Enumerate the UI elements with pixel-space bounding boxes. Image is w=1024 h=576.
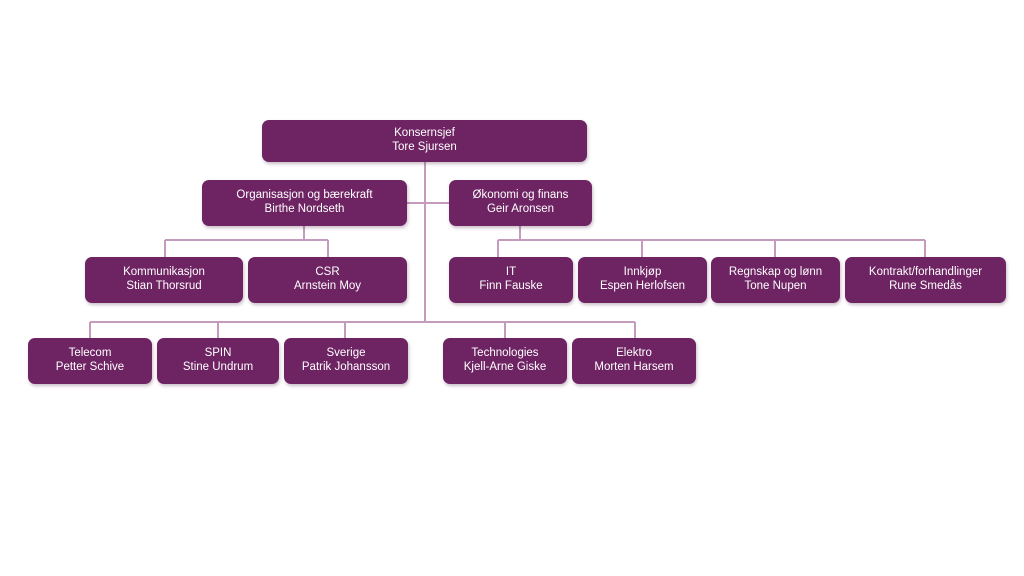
node-title: Konsernsjef <box>394 127 455 140</box>
node-person: Arnstein Moy <box>293 280 362 292</box>
node-person: Geir Aronsen <box>486 203 555 215</box>
node-title: Innkjøp <box>623 266 662 279</box>
node-person: Espen Herlofsen <box>599 280 686 292</box>
org-node-sverige[interactable]: Sverige Patrik Johansson <box>284 338 408 384</box>
node-person: Finn Fauske <box>479 280 543 292</box>
node-title: Elektro <box>616 347 652 360</box>
node-title: Telecom <box>68 347 112 360</box>
node-title: Sverige <box>326 347 366 360</box>
org-node-regnskap-og-lonn[interactable]: Regnskap og lønn Tone Nupen <box>711 257 840 303</box>
node-person: Kjell-Arne Giske <box>463 361 547 373</box>
org-node-organisasjon-og-baerekraft[interactable]: Organisasjon og bærekraft Birthe Nordset… <box>202 180 407 226</box>
node-person: Tone Nupen <box>744 280 807 292</box>
node-title: IT <box>505 266 517 279</box>
org-node-telecom[interactable]: Telecom Petter Schive <box>28 338 152 384</box>
org-node-kontrakt-forhandlinger[interactable]: Kontrakt/forhandlinger Rune Smedås <box>845 257 1006 303</box>
org-node-konsernsjef[interactable]: Konsernsjef Tore Sjursen <box>262 120 587 162</box>
node-title: Regnskap og lønn <box>728 266 823 279</box>
org-node-technologies[interactable]: Technologies Kjell-Arne Giske <box>443 338 567 384</box>
node-person: Petter Schive <box>55 361 125 373</box>
node-person: Rune Smedås <box>889 280 962 292</box>
org-node-spin[interactable]: SPIN Stine Undrum <box>157 338 279 384</box>
node-title: CSR <box>315 266 340 279</box>
org-node-kommunikasjon[interactable]: Kommunikasjon Stian Thorsrud <box>85 257 243 303</box>
node-person: Tore Sjursen <box>392 141 457 153</box>
node-title: SPIN <box>204 347 232 360</box>
node-title: Technologies <box>471 347 539 360</box>
node-title: Økonomi og finans <box>472 189 569 202</box>
node-person: Stine Undrum <box>182 361 254 373</box>
org-node-innkjop[interactable]: Innkjøp Espen Herlofsen <box>578 257 707 303</box>
org-node-okonomi-og-finans[interactable]: Økonomi og finans Geir Aronsen <box>449 180 592 226</box>
org-node-it[interactable]: IT Finn Fauske <box>449 257 573 303</box>
node-person: Stian Thorsrud <box>126 280 202 292</box>
org-node-elektro[interactable]: Elektro Morten Harsem <box>572 338 696 384</box>
node-title: Kontrakt/forhandlinger <box>868 266 983 279</box>
node-title: Kommunikasjon <box>123 266 205 279</box>
node-person: Patrik Johansson <box>301 361 391 373</box>
node-person: Morten Harsem <box>594 361 674 373</box>
org-node-csr[interactable]: CSR Arnstein Moy <box>248 257 407 303</box>
node-title: Organisasjon og bærekraft <box>236 189 373 202</box>
node-person: Birthe Nordseth <box>264 203 345 215</box>
